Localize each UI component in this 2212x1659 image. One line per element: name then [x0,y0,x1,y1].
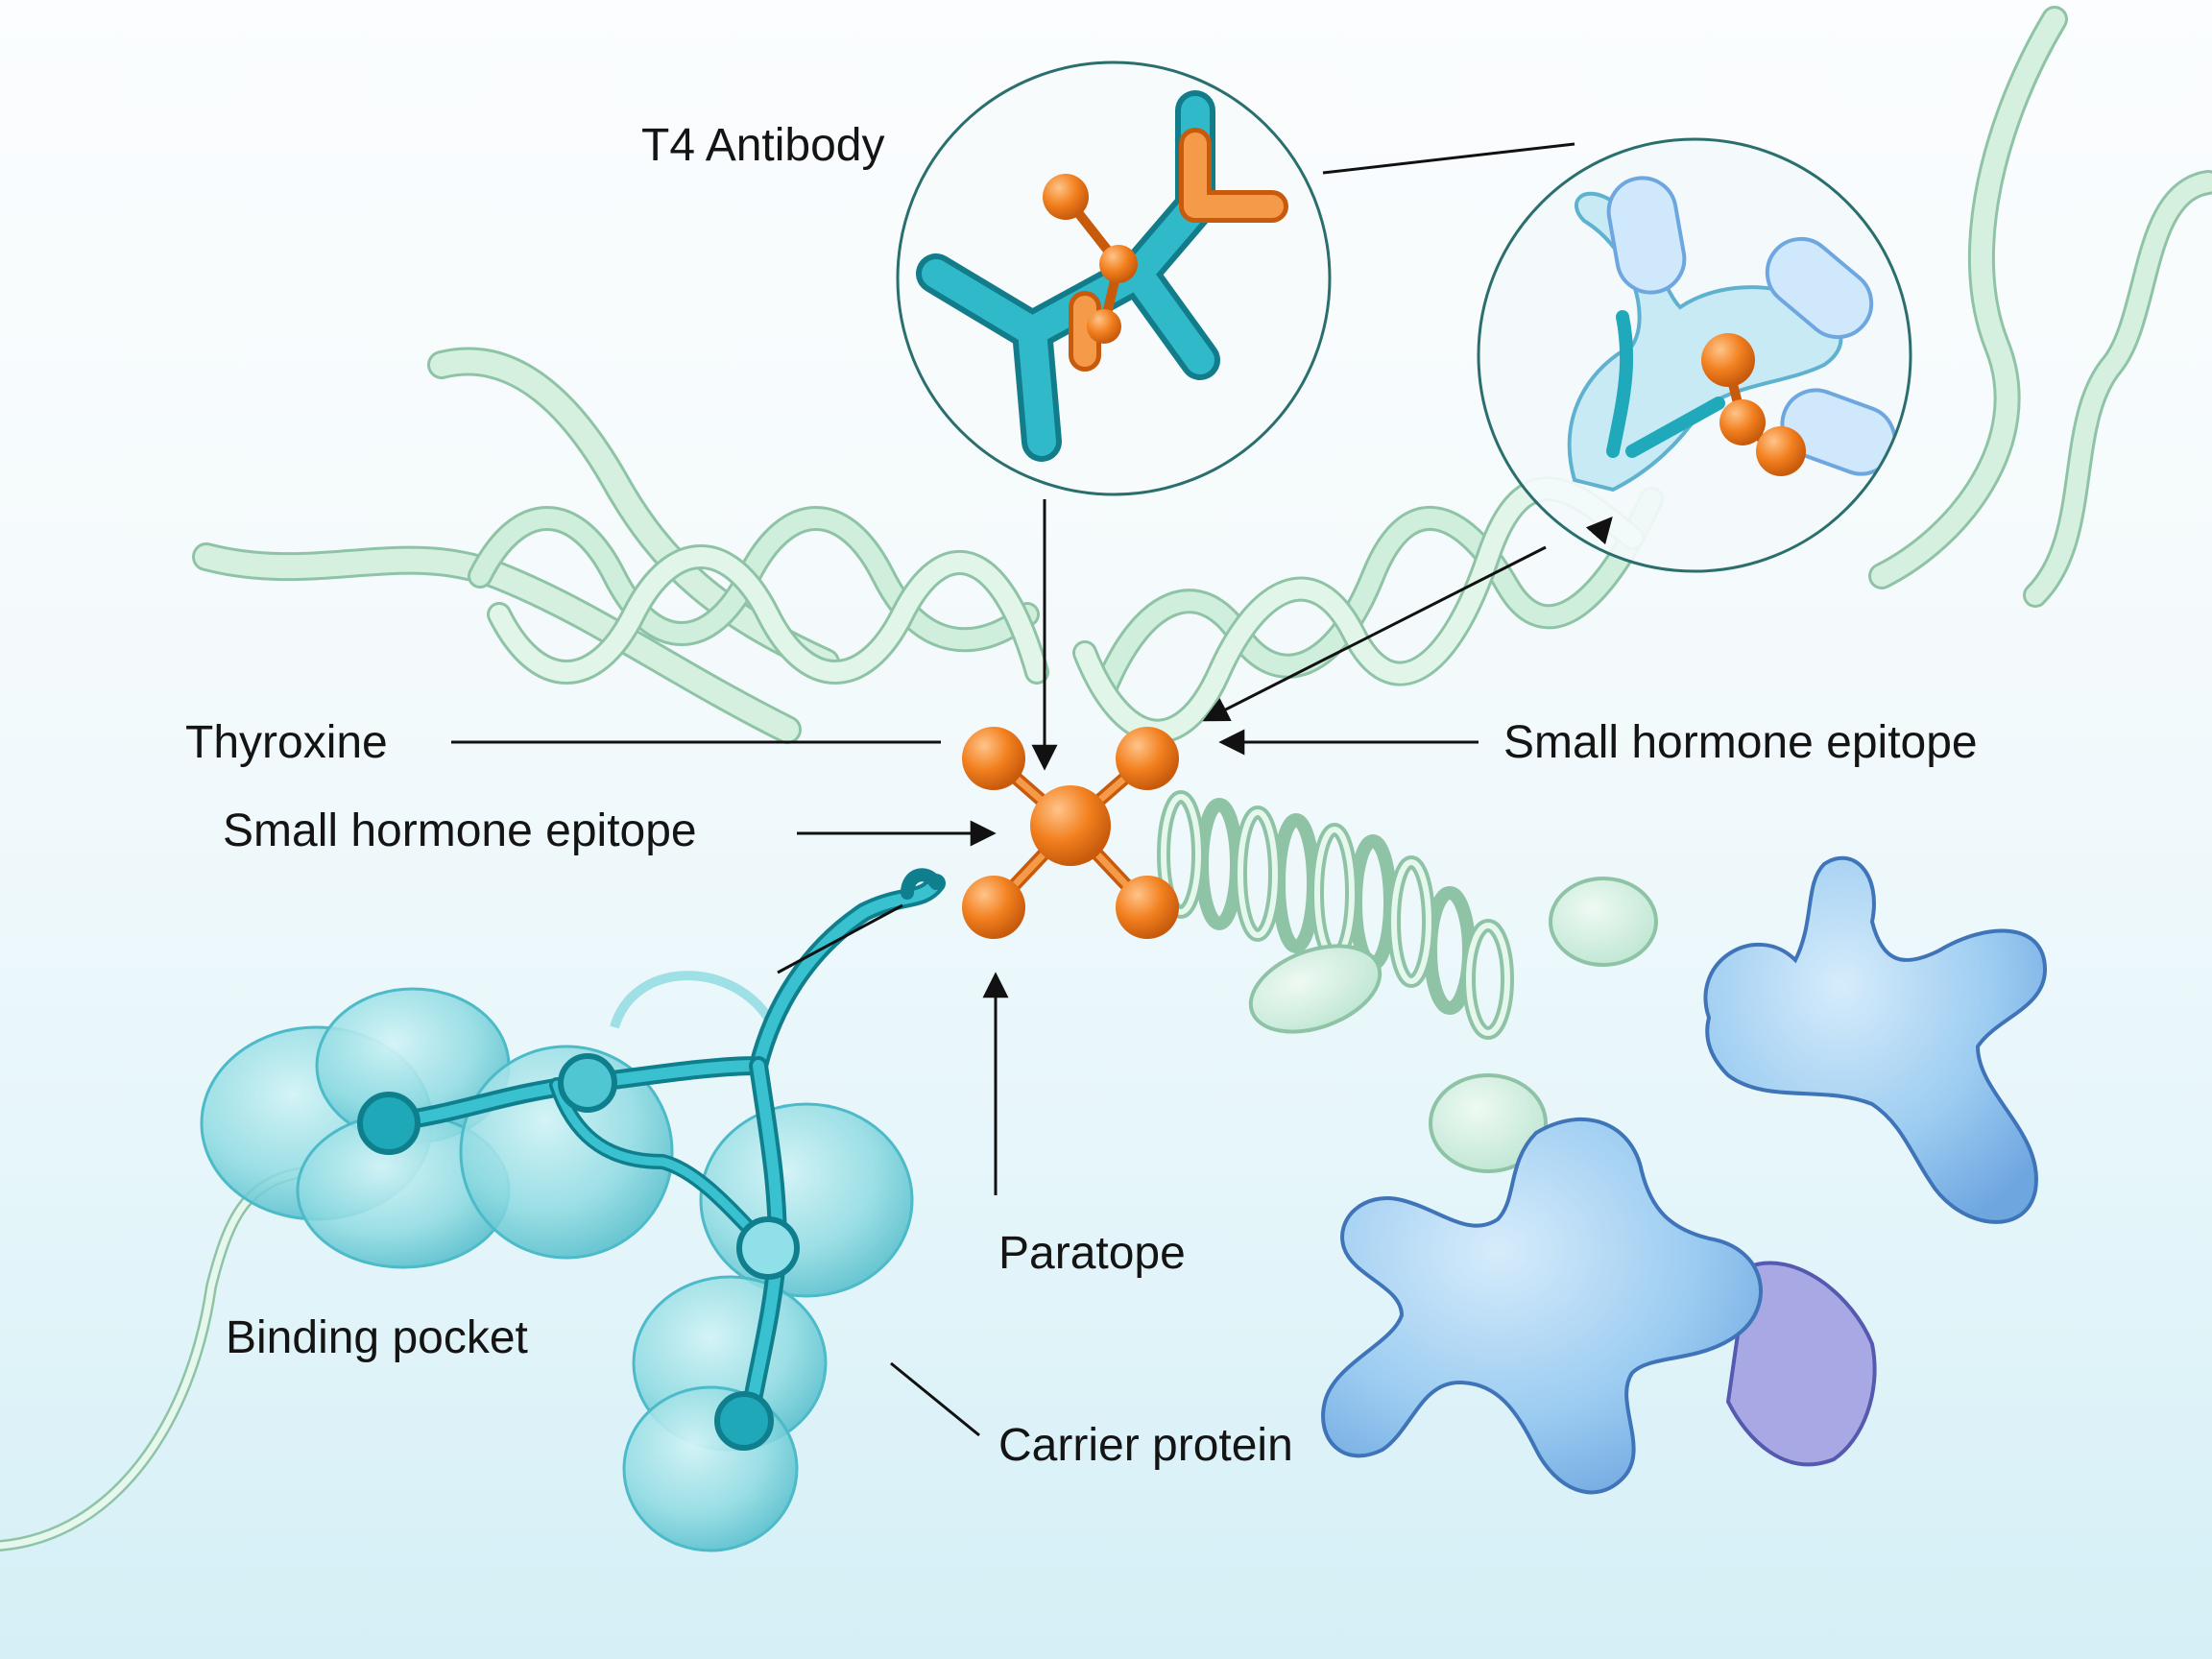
antibody-upper [1703,855,2048,1224]
leader-carrier-protein [890,1361,980,1437]
leader-binding-pocket [777,903,903,974]
antibody-lower [1321,1117,1877,1495]
helix-left [468,506,1049,685]
carrier-nodes [357,1053,800,1451]
loose-strands [0,6,2212,1551]
arrow-inset-tip [1585,516,1613,545]
thyroxine-molecule [962,727,1179,939]
inset-t4-antibody [896,60,1332,496]
label-paratope: Paratope [998,1228,1186,1279]
carrier-protein-blobs [200,971,914,1552]
inset-connector-line [1322,142,1575,175]
label-binding-pocket: Binding pocket [226,1312,528,1363]
label-t4-antibody: T4 Antibody [641,120,885,171]
leader-lines [451,499,1613,1437]
inset-binding-closeup [1477,137,1912,573]
arrow-inset-closeup [1202,545,1547,722]
label-carrier-protein: Carrier protein [998,1420,1293,1471]
label-small-hormone-epitope-right: Small hormone epitope [1503,717,1978,768]
mint-blobs [1248,877,1658,1173]
label-thyroxine: Thyroxine [185,717,388,768]
label-small-hormone-epitope-left: Small hormone epitope [223,805,697,856]
coiled-segment-highlight [1161,794,1510,1036]
